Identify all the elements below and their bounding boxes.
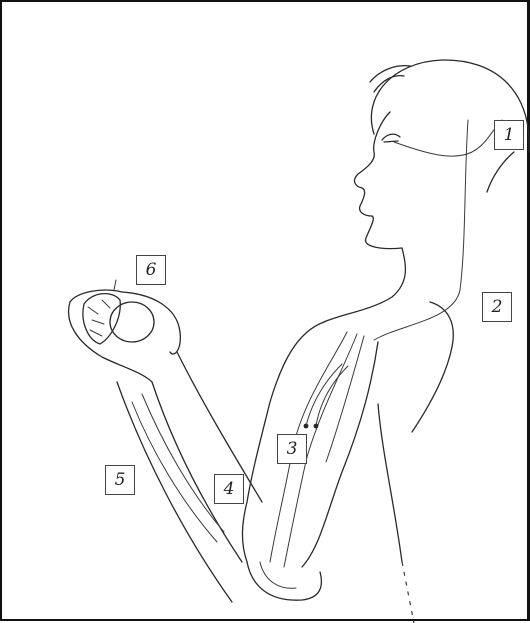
organ-texture bbox=[88, 300, 110, 336]
organ-mass bbox=[83, 294, 120, 344]
hand-thumb bbox=[122, 292, 180, 354]
neck-front bbox=[324, 248, 405, 322]
torso-back bbox=[378, 404, 402, 562]
back-shoulder bbox=[412, 302, 453, 432]
label-box-4: 4 bbox=[214, 474, 244, 504]
torso-dashed bbox=[402, 562, 414, 623]
forearm-bottom bbox=[152, 382, 242, 562]
label-box-5: 5 bbox=[105, 465, 135, 495]
label-box-6: 6 bbox=[136, 255, 166, 285]
organ-stalk bbox=[114, 280, 116, 290]
nerve-bundle-c bbox=[326, 336, 364, 462]
label-box-1: 1 bbox=[494, 120, 524, 150]
spinal-line bbox=[374, 120, 468, 340]
label-text-1: 1 bbox=[504, 125, 515, 145]
face-nerve-line bbox=[394, 120, 502, 156]
label-text-2: 2 bbox=[492, 297, 503, 317]
eye bbox=[382, 134, 400, 142]
label-text-6: 6 bbox=[146, 260, 157, 280]
upper-arm-inner bbox=[302, 342, 378, 567]
label-text-4: 4 bbox=[224, 479, 235, 499]
hand-palm bbox=[69, 290, 152, 382]
elbow-curve bbox=[247, 562, 321, 600]
label-box-3: 3 bbox=[277, 434, 307, 464]
back-of-head bbox=[487, 152, 514, 192]
forearm-bone-a bbox=[132, 402, 217, 542]
face-profile bbox=[355, 112, 402, 249]
label-box-2: 2 bbox=[482, 292, 512, 322]
label-text-3: 3 bbox=[287, 439, 298, 459]
elbow-inner bbox=[260, 562, 296, 588]
label-text-5: 5 bbox=[115, 470, 126, 490]
forearm-bone-b bbox=[142, 394, 224, 532]
